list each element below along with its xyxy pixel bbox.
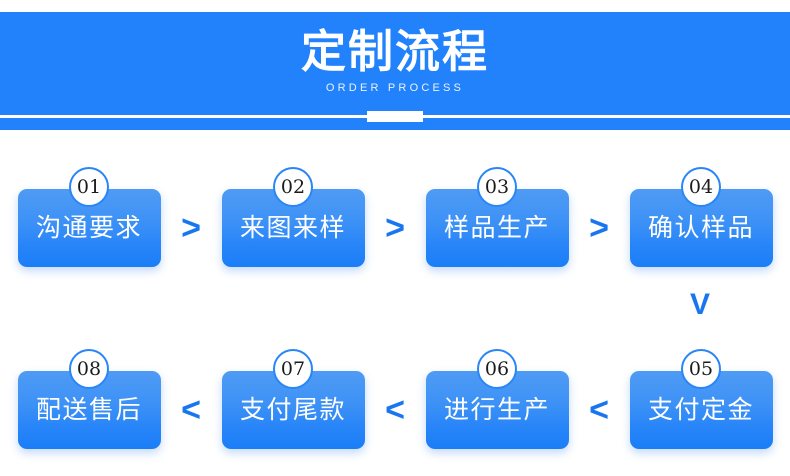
flow-step-box[interactable]: 沟通要求 — [17, 189, 161, 267]
flow-step-07[interactable]: 支付尾款 07 — [221, 349, 365, 449]
flow-step-number-badge: 06 — [477, 349, 517, 389]
flow-step-number-badge: 07 — [273, 349, 313, 389]
flow-step-number-badge: 08 — [69, 349, 109, 389]
flow-step-label: 进行生产 — [443, 395, 550, 424]
flow-step-number-badge: 01 — [69, 167, 109, 207]
flow-step-number: 01 — [76, 175, 102, 198]
flow-step-number-badge: 05 — [681, 349, 721, 389]
page-subtitle: ORDER PROCESS — [325, 82, 465, 94]
page-header-banner: 定制流程 ORDER PROCESS — [0, 12, 790, 130]
flow-step-number-badge: 02 — [273, 167, 313, 207]
flow-step-label: 沟通要求 — [35, 213, 142, 242]
chevron-right-icon: > — [385, 209, 405, 247]
flow-step-box[interactable]: 来图来样 — [221, 189, 365, 267]
flow-step-number: 03 — [484, 175, 510, 198]
flow-step-label: 确认样品 — [647, 213, 754, 242]
flow-step-box[interactable]: 配送售后 — [17, 371, 161, 449]
flow-step-label: 配送售后 — [35, 395, 142, 424]
flow-step-label: 支付尾款 — [239, 395, 346, 424]
flow-step-number-badge: 03 — [477, 167, 517, 207]
chevron-down-icon: V — [689, 288, 711, 321]
flow-step-number: 07 — [280, 357, 306, 380]
flow-step-02[interactable]: 来图来样 02 — [221, 167, 365, 267]
chevron-left-icon: < — [385, 391, 405, 429]
flow-step-label: 样品生产 — [443, 213, 550, 242]
flow-vertical-connector: V — [0, 290, 790, 326]
flow-step-number: 05 — [688, 357, 714, 380]
flow-step-number: 04 — [688, 175, 714, 198]
chevron-right-icon: > — [181, 209, 201, 247]
flow-step-number: 06 — [484, 357, 510, 380]
flow-step-05[interactable]: 支付定金 05 — [629, 349, 773, 449]
flow-step-label: 来图来样 — [239, 213, 346, 242]
header-text-group: 定制流程 ORDER PROCESS — [0, 12, 790, 115]
flow-step-08[interactable]: 配送售后 08 — [17, 349, 161, 449]
flow-row-bottom: 配送售后 08 < 支付尾款 07 < 进行生产 06 < — [0, 349, 790, 460]
flow-step-04[interactable]: 确认样品 04 — [629, 167, 773, 267]
flow-step-03[interactable]: 样品生产 03 — [425, 167, 569, 267]
chevron-right-icon: > — [589, 209, 609, 247]
chevron-left-icon: < — [181, 391, 201, 429]
flow-step-01[interactable]: 沟通要求 01 — [17, 167, 161, 267]
flow-step-number: 08 — [76, 357, 102, 380]
flow-row-top: 沟通要求 01 > 来图来样 02 > 样品生产 03 > — [0, 167, 790, 278]
process-flow-diagram: 沟通要求 01 > 来图来样 02 > 样品生产 03 > — [0, 130, 790, 476]
chevron-left-icon: < — [589, 391, 609, 429]
flow-step-number: 02 — [280, 175, 306, 198]
page-title: 定制流程 — [300, 25, 489, 78]
flow-step-number-badge: 04 — [681, 167, 721, 207]
flow-step-06[interactable]: 进行生产 06 — [425, 349, 569, 449]
flow-step-label: 支付定金 — [647, 395, 754, 424]
header-divider-tab — [367, 111, 423, 122]
